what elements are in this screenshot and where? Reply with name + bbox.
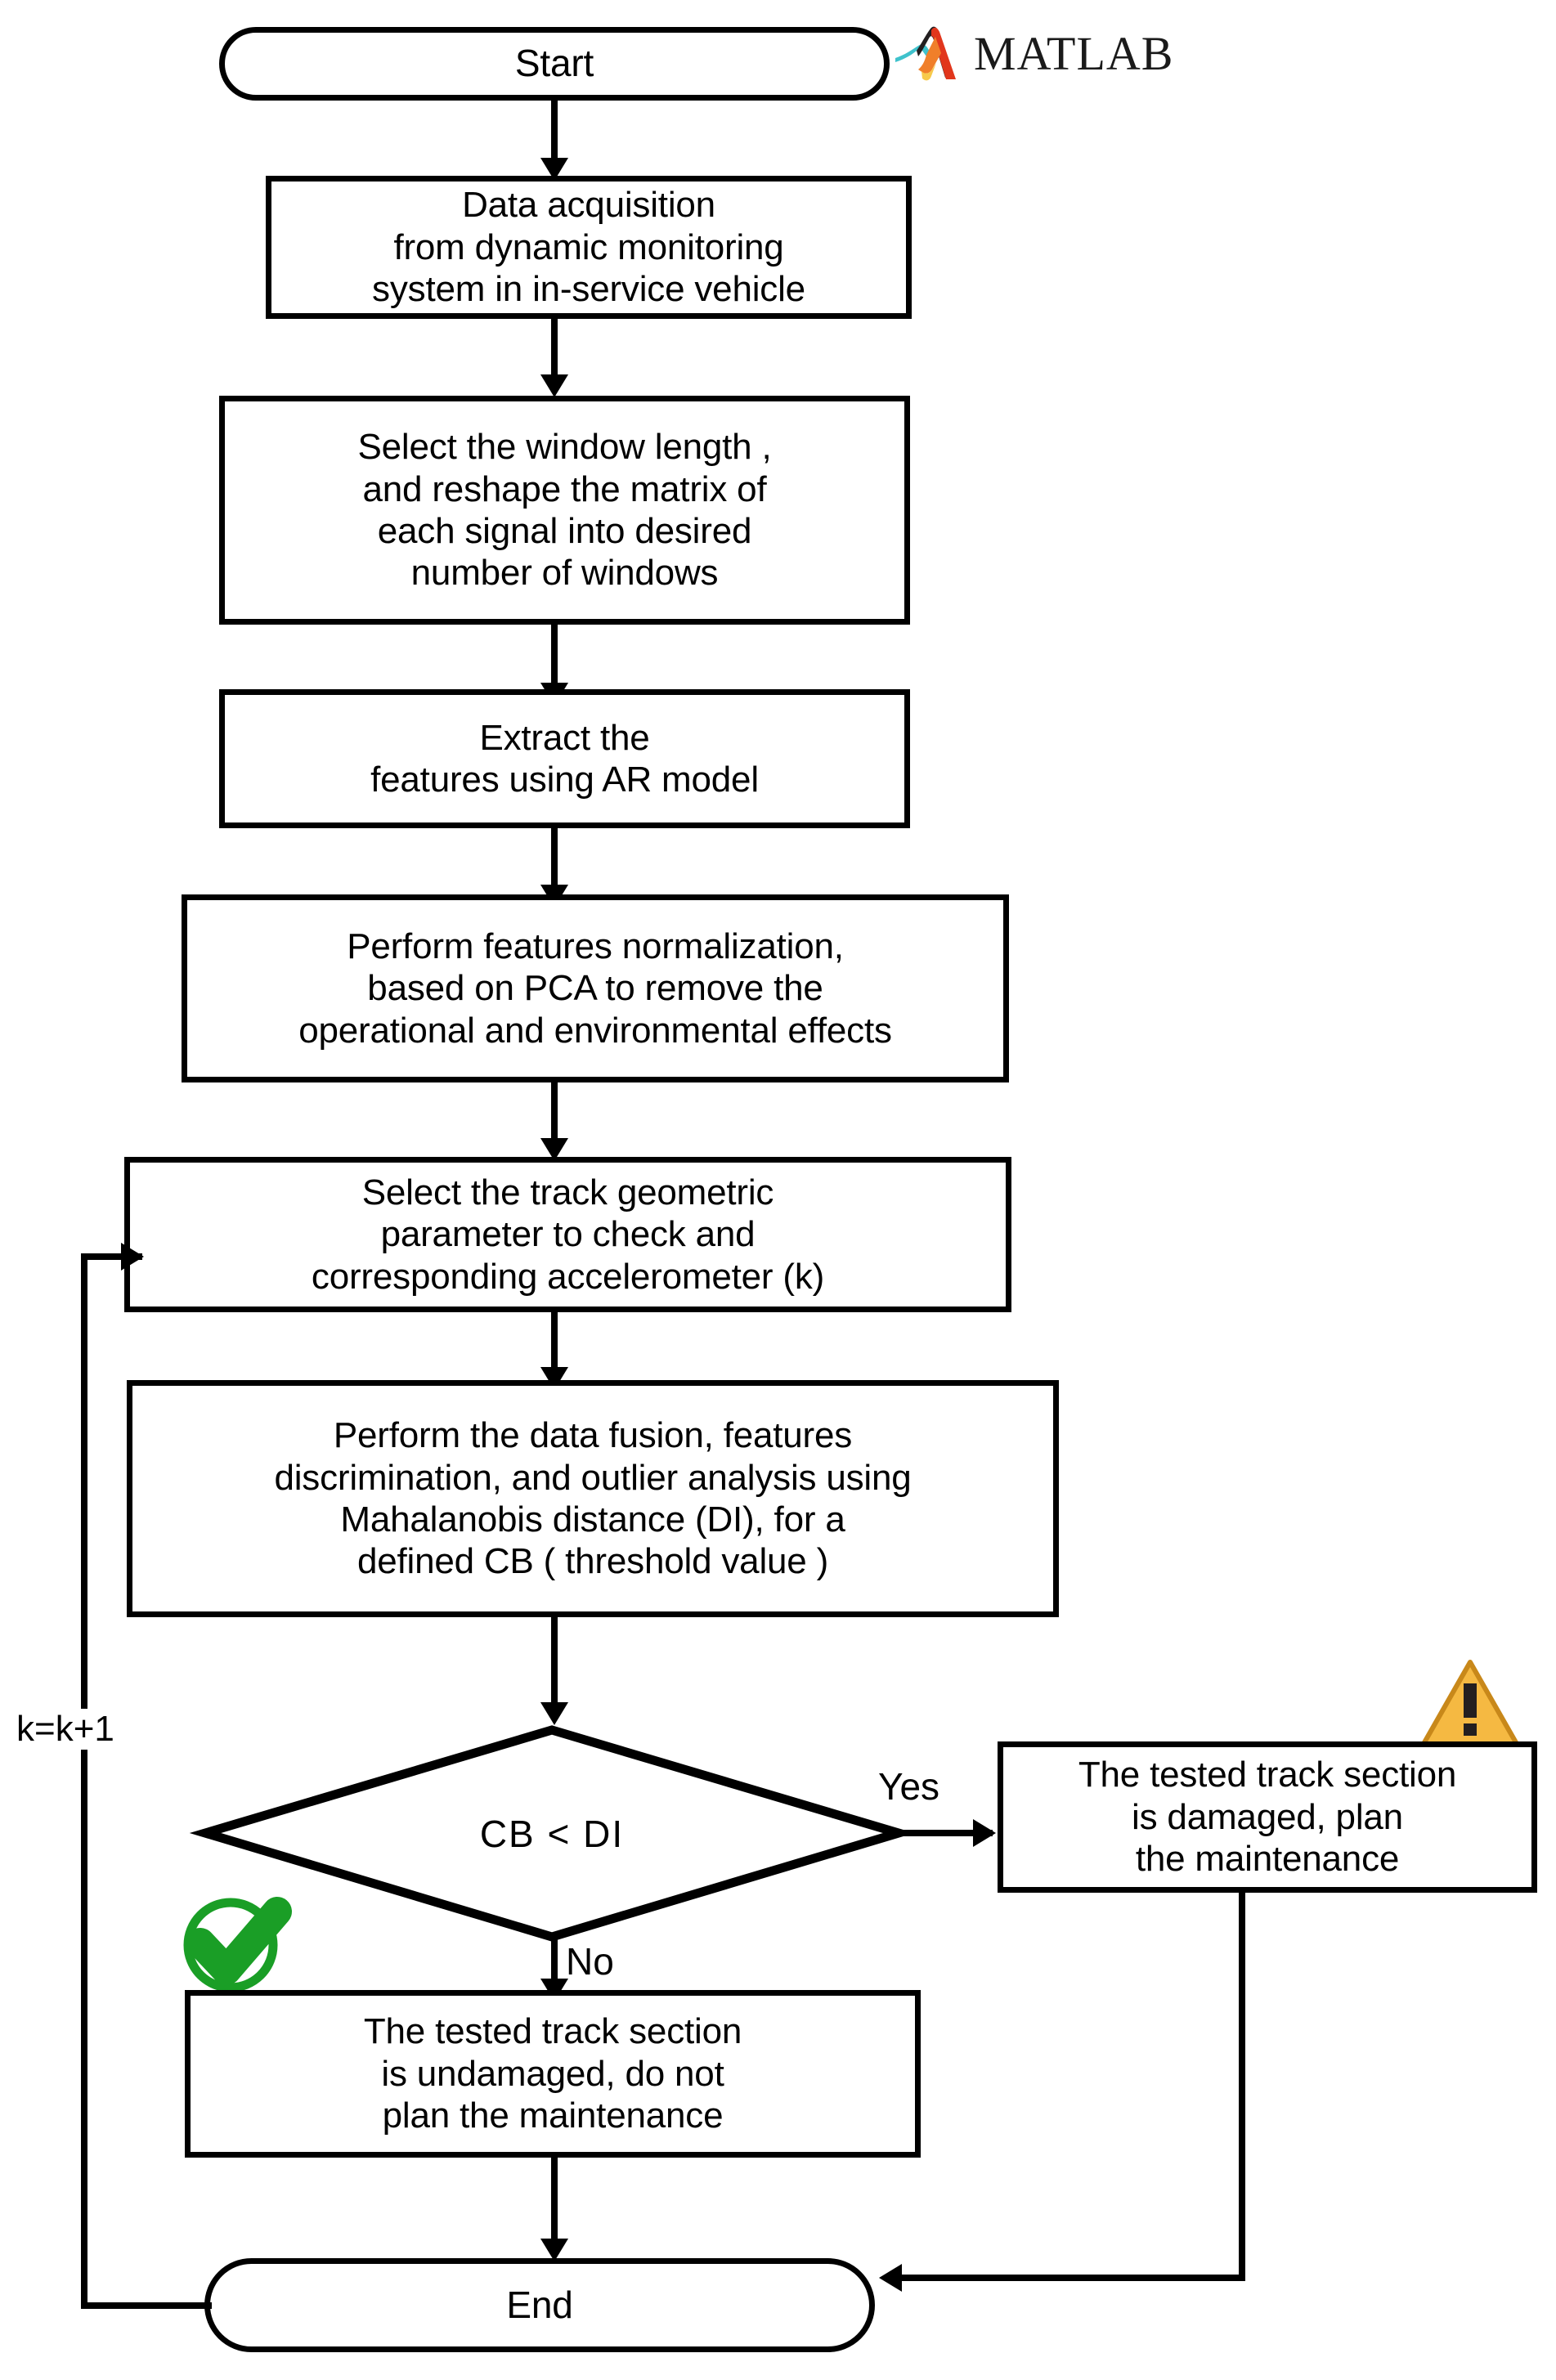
edge-decision-no [551,1937,558,1990]
node-decision[interactable]: CB < DI [189,1725,915,1942]
node-start[interactable]: Start [219,27,890,101]
node-undamaged-label: The tested track section is undamaged, d… [363,2011,742,2136]
edge-undamaged-to-end [551,2158,558,2243]
node-select-parameter[interactable]: Select the track geometric parameter to … [124,1157,1011,1312]
node-window-length-label: Select the window length , and reshape t… [357,427,772,594]
arrow-fusion-to-decision [540,1702,568,1725]
matlab-wordmark: MATLAB [974,27,1174,80]
edge-acquisition-to-window [551,319,558,384]
edge-label-yes: Yes [878,1765,940,1808]
node-extract-features[interactable]: Extract the features using AR model [219,689,910,828]
edge-damaged-to-end [899,2275,1245,2281]
edge-decision-yes [899,1830,993,1836]
node-data-acquisition[interactable]: Data acquisition from dynamic monitoring… [266,176,912,319]
node-damaged-label: The tested track section is damaged, pla… [1078,1755,1457,1880]
warning-triangle-icon [1420,1659,1520,1747]
edge-window-to-extract [551,625,558,692]
arrow-damaged-to-end [879,2264,902,2292]
edge-start-to-acquisition [551,101,558,162]
node-normalization[interactable]: Perform features normalization, based on… [182,894,1009,1082]
node-end[interactable]: End [204,2258,875,2352]
edge-extract-to-normalization [551,828,558,898]
node-end-label: End [506,2283,573,2326]
node-normalization-label: Perform features normalization, based on… [298,926,892,1051]
edge-fusion-to-decision [551,1617,558,1707]
edge-label-no: No [566,1940,614,1983]
node-data-fusion[interactable]: Perform the data fusion, features discri… [127,1380,1059,1617]
matlab-logo: MATLAB [894,25,1173,83]
edge-damaged-down [1239,1893,1245,2281]
node-undamaged[interactable]: The tested track section is undamaged, d… [185,1990,921,2158]
matlab-membrane-icon [895,26,956,81]
node-extract-features-label: Extract the features using AR model [370,717,759,800]
edge-normalization-to-select [551,1082,558,1152]
arrow-acquisition-to-window [540,374,568,397]
edge-feedback-bottom [81,2302,212,2309]
edge-feedback-vertical [81,1253,87,2308]
arrow-undamaged-to-end [540,2239,568,2261]
edge-select-to-fusion [551,1312,558,1374]
node-start-label: Start [514,42,594,85]
node-data-acquisition-label: Data acquisition from dynamic monitoring… [372,185,805,310]
arrow-feedback-into-select [121,1243,144,1271]
node-data-fusion-label: Perform the data fusion, features discri… [274,1415,912,1582]
node-damaged[interactable]: The tested track section is damaged, pla… [998,1741,1537,1893]
node-decision-label: CB < DI [479,1812,625,1855]
node-window-length[interactable]: Select the window length , and reshape t… [219,396,910,625]
edge-feedback-top [81,1253,142,1260]
edge-label-increment: k=k+1 [15,1709,116,1750]
green-check-icon [176,1882,294,2001]
node-select-parameter-label: Select the track geometric parameter to … [311,1172,825,1297]
arrow-decision-yes [973,1819,996,1847]
